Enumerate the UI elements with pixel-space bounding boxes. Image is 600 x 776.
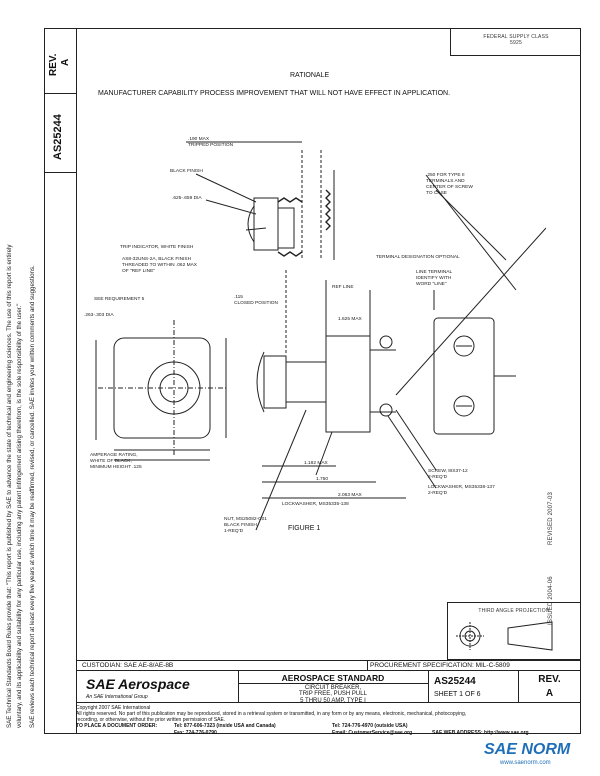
custodian-text: CUSTODIAN: SAE AE-8/AE-8B (82, 662, 174, 669)
svg-text:AS8-32UNS-2A, BLACK FINISH: AS8-32UNS-2A, BLACK FINISH (122, 256, 192, 262)
rationale-text: MANUFACTURER CAPABILITY PROCESS IMPROVEM… (98, 90, 451, 97)
order-label: TO PLACE A DOCUMENT ORDER: (76, 723, 158, 729)
sae-logo: SAE Aerospace (86, 676, 190, 692)
svg-text:BLACK FINISH,: BLACK FINISH, (224, 522, 258, 528)
footer-rev-label: REV. (538, 674, 561, 685)
side-notice-line2: voluntary, and its applicability and sui… (16, 303, 23, 728)
third-angle-label: THIRD ANGLE PROJECTION (478, 608, 550, 614)
supply-class-line1: FEDERAL SUPPLY CLASS (483, 34, 549, 40)
email: Email: CustomerService@sae.org (332, 730, 413, 736)
svg-text:.625-.659 DIA: .625-.659 DIA (172, 195, 202, 201)
svg-text:.190 MAX: .190 MAX (188, 136, 210, 142)
svg-text:SEE REQUIREMENT 5: SEE REQUIREMENT 5 (94, 296, 145, 302)
svg-text:2-REQ'D: 2-REQ'D (428, 474, 448, 480)
description-line2: TRIP FREE, PUSH PULL (299, 691, 367, 698)
figure-label: FIGURE 1 (288, 525, 321, 532)
third-angle-symbol-icon (456, 621, 553, 651)
watermark-sub: www.saenorm.com (500, 760, 551, 766)
svg-text:OF "REF LINE": OF "REF LINE" (122, 268, 155, 274)
svg-text:1.625 MAX: 1.625 MAX (338, 316, 363, 322)
side-view-body (253, 197, 279, 251)
standard-title: AEROSPACE STANDARD (281, 673, 385, 683)
right-view-case (433, 317, 495, 435)
svg-text:.115: .115 (234, 294, 243, 300)
svg-text:BLACK FINISH: BLACK FINISH (170, 168, 203, 174)
tel-inside: Tel: 877-606-7323 (inside USA and Canada… (174, 723, 276, 729)
mid-view-button (256, 351, 265, 413)
side-view-button (247, 205, 255, 243)
title-block (76, 671, 581, 703)
rights2: recording, or otherwise, without the pri… (76, 717, 226, 723)
svg-text:THREADED TO WITHIN .062 MAX: THREADED TO WITHIN .062 MAX (122, 262, 198, 268)
watermark: SAE NORM (484, 741, 571, 758)
svg-text:TRIP INDICATOR, WHITE FINISH: TRIP INDICATOR, WHITE FINISH (120, 244, 194, 250)
custodian-row: CUSTODIAN: SAE AE-8/AE-8B PROCUREMENT SP… (76, 660, 581, 671)
web-address-text: SAE WEB ADDRESS: http://www.sae.org (432, 730, 529, 736)
procurement-text: PROCUREMENT SPECIFICATION: MIL-C-5809 (370, 662, 510, 669)
supply-class-line2: 5925 (510, 40, 522, 46)
third-angle-box: THIRD ANGLE PROJECTION (447, 602, 581, 660)
mid-view-body (325, 335, 371, 433)
rev-box (44, 28, 76, 94)
revised-date: REVISED 2007-03 (548, 491, 554, 545)
svg-text:CLOSED POSITION: CLOSED POSITION (234, 300, 279, 306)
svg-text:.250 FOR TYPE II: .250 FOR TYPE II (426, 172, 465, 178)
svg-text:WORD "LINE": WORD "LINE" (416, 281, 447, 287)
svg-text:LOCKWASHER, MS35335-138: LOCKWASHER, MS35335-138 (282, 501, 349, 507)
doc-number-divider (44, 172, 76, 173)
rev-value-rotated: A (60, 58, 71, 66)
svg-text:LOCKWASHER, MS35338-137: LOCKWASHER, MS35338-137 (428, 484, 495, 490)
svg-text:IDENTIFY WITH: IDENTIFY WITH (416, 275, 452, 281)
footer-rev-value: A (545, 688, 554, 699)
drawing-frame (76, 28, 581, 734)
svg-text:CENTER OF SCREW: CENTER OF SCREW (426, 184, 473, 190)
fax: Fax: 724-776-0790 (174, 730, 217, 736)
svg-text:1.182 MAX: 1.182 MAX (304, 460, 329, 466)
svg-text:NUT, MS25082-C01: NUT, MS25082-C01 (224, 516, 267, 522)
description-line3: 5 THRU 50 AMP, TYPE I (300, 697, 366, 704)
doc-number-rotated: AS25244 (52, 114, 64, 160)
svg-text:TERMINALS AND: TERMINALS AND (426, 178, 465, 184)
description-line1: CIRCUIT BREAKER, (304, 685, 362, 691)
footer-doc-number: AS25244 (434, 676, 476, 687)
svg-text:2.063 MAX: 2.063 MAX (338, 492, 363, 498)
svg-text:LINE TERMINAL: LINE TERMINAL (416, 269, 452, 275)
svg-text:WHITE OF BLACK,: WHITE OF BLACK, (90, 458, 132, 464)
rationale-title: RATIONALE (290, 72, 330, 79)
side-view-nut (277, 207, 295, 249)
supply-class-box: FEDERAL SUPPLY CLASS 5925 (450, 28, 581, 56)
rev-label-rotated: REV. (48, 53, 59, 76)
description: CIRCUIT BREAKER, TRIP FREE, PUSH PULL 5 … (238, 685, 428, 704)
left-column (44, 28, 76, 734)
svg-text:2-REQ'D: 2-REQ'D (428, 490, 448, 496)
tel-outside: Tel: 724-776-4970 (outside USA) (332, 723, 408, 729)
svg-text:1-REQ'D: 1-REQ'D (224, 528, 244, 534)
circuit-breaker-drawing: .190 MAX TRIPPED POSITION BLACK FINISH .… (84, 136, 546, 534)
svg-text:AMPERAGE RATING,: AMPERAGE RATING, (90, 452, 138, 458)
svg-text:1.750: 1.750 (316, 476, 328, 482)
svg-text:TRIPPED POSITION: TRIPPED POSITION (188, 142, 234, 148)
copyright-block: Copyright 2007 SAE International All rig… (76, 705, 576, 723)
sheet-number: SHEET 1 OF 6 (434, 691, 481, 698)
copyright: Copyright 2007 SAE International (76, 705, 151, 711)
svg-text:MINIMUM HEIGHT .125: MINIMUM HEIGHT .125 (90, 464, 142, 470)
rights: All rights reserved. No part of this pub… (76, 711, 467, 717)
svg-text:.263-.303 DIA: .263-.303 DIA (84, 312, 114, 318)
svg-text:TERMINAL DESIGNATION OPTIONAL: TERMINAL DESIGNATION OPTIONAL (376, 254, 460, 260)
sae-logo-sub: An SAE International Group (86, 694, 148, 700)
side-notice-line1: SAE Technical Standards Board Rules prov… (6, 244, 13, 729)
web-address[interactable]: SAE WEB ADDRESS: http://www.sae.org (432, 730, 529, 736)
side-notice-line3: SAE reviews each technical report at lea… (29, 265, 36, 728)
svg-text:TO CASE: TO CASE (426, 190, 447, 196)
svg-text:SCREW, 8IS37-12: SCREW, 8IS37-12 (428, 468, 468, 474)
svg-text:REF LINE: REF LINE (332, 284, 354, 290)
